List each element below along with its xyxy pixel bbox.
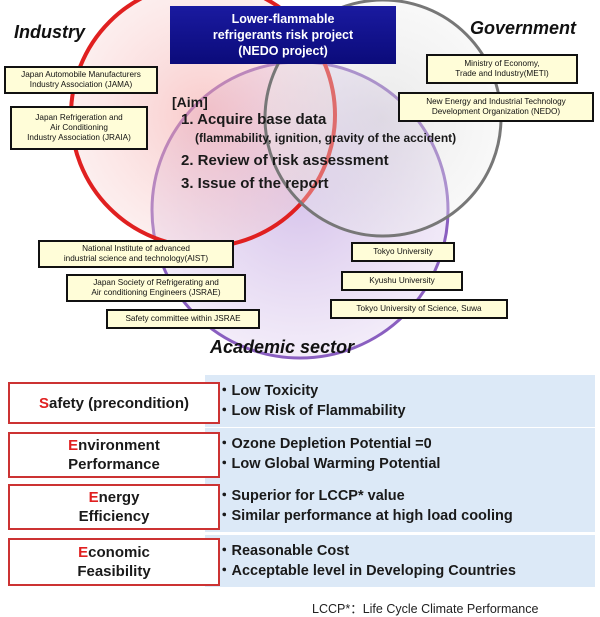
criteria-economic-bullet-2: ・Acceptable level in Developing Countrie… — [217, 563, 516, 579]
org-meti-line1: Ministry of Economy, — [464, 59, 540, 68]
aim-item-1-detail: (flammability, ignition, gravity of the … — [195, 131, 457, 145]
org-jsrae: Japan Society of Refrigerating and Air c… — [66, 274, 246, 302]
criteria-energy-bullet-2: ・Similar performance at high load coolin… — [217, 508, 513, 524]
criteria-environment-title-line2: Performance — [68, 456, 160, 473]
project-title-line3: (NEDO project) — [238, 44, 328, 58]
criteria-environment-bullet-1: ・Ozone Depletion Potential =0 — [217, 436, 432, 452]
org-kyushu-university-text: Kyushu University — [369, 276, 435, 285]
org-aist-line2: industrial science and technology(AIST) — [63, 254, 209, 263]
criteria-energy-title-line2: Efficiency — [78, 508, 150, 525]
org-jraia: Japan Refrigeration and Air Conditioning… — [10, 106, 148, 150]
industry-label: Industry — [14, 22, 86, 42]
criteria-economic-label: Economic Feasibility — [8, 538, 220, 586]
org-meti: Ministry of Economy, Trade and Industry(… — [426, 54, 578, 84]
project-title-line2: refrigerants risk project — [212, 28, 354, 42]
org-jama-line1: Japan Automobile Manufacturers — [21, 70, 141, 79]
criteria-economic-details: ・Reasonable Cost ・Acceptable level in De… — [205, 535, 595, 587]
org-nedo-line1: New Energy and Industrial Technology — [426, 97, 566, 106]
org-jraia-line3: Industry Association (JRAIA) — [27, 133, 131, 142]
criteria-energy-label: Energy Efficiency — [8, 484, 220, 530]
criteria-environment-title: nvironment — [78, 437, 160, 454]
criteria-environment-bullet-2: ・Low Global Warming Potential — [217, 456, 441, 472]
criteria-energy-details: ・Superior for LCCP* value ・Similar perfo… — [205, 480, 595, 532]
criteria-economic-title-line2: Feasibility — [77, 563, 151, 580]
org-nedo: New Energy and Industrial Technology Dev… — [398, 92, 594, 122]
org-meti-line2: Trade and Industry(METI) — [455, 69, 549, 78]
project-title-line1: Lower-flammable — [231, 12, 335, 26]
criteria-economic-bullet-1: ・Reasonable Cost — [217, 543, 350, 559]
aim-item-1: 1. Acquire base data — [181, 111, 327, 128]
criteria-energy-bullet-1: ・Superior for LCCP* value — [217, 488, 405, 504]
criteria-energy-initial: E — [88, 489, 99, 506]
criteria-economic-initial: E — [78, 544, 89, 561]
aim-label: [Aim] — [172, 94, 208, 110]
academic-sector-label: Academic sector — [210, 337, 355, 357]
project-title-box: Lower-flammable refrigerants risk projec… — [170, 6, 396, 64]
criteria-safety-details: ・Low Toxicity ・Low Risk of Flammability — [205, 375, 595, 427]
criteria-safety-label: Safety (precondition) — [8, 382, 220, 424]
org-jama: Japan Automobile Manufacturers Industry … — [4, 66, 158, 94]
criteria-environment-initial: E — [68, 437, 79, 454]
org-safety-committee-text: Safety committee within JSRAE — [125, 314, 241, 323]
org-aist-line1: National Institute of advanced — [82, 244, 190, 253]
aim-item-3: 3. Issue of the report — [181, 175, 329, 192]
org-jsrae-line1: Japan Society of Refrigerating and — [93, 278, 219, 287]
org-kyushu-university: Kyushu University — [341, 271, 463, 291]
org-jsrae-line2: Air conditioning Engineers (JSRAE) — [91, 288, 221, 297]
aim-item-2: 2. Review of risk assessment — [181, 152, 389, 169]
org-jraia-line1: Japan Refrigeration and — [35, 113, 123, 122]
criteria-environment-label: Environment Performance — [8, 432, 220, 478]
criteria-safety-bullet-2: ・Low Risk of Flammability — [217, 403, 406, 419]
org-tokyo-university: Tokyo University — [351, 242, 455, 262]
criteria-energy-title: nergy — [98, 489, 140, 506]
org-jama-line2: Industry Association (JAMA) — [29, 80, 133, 89]
criteria-environment-details: ・Ozone Depletion Potential =0 ・Low Globa… — [205, 428, 595, 480]
criteria-safety-title: afety (precondition) — [49, 394, 190, 412]
criteria-safety-bullet-1: ・Low Toxicity — [217, 383, 319, 399]
org-tokyo-science-suwa: Tokyo University of Science, Suwa — [330, 299, 508, 319]
criteria-safety-initial: S — [38, 394, 49, 412]
org-tokyo-science-suwa-text: Tokyo University of Science, Suwa — [356, 304, 482, 313]
lccp-footnote: LCCP*：Life Cycle Climate Performance — [312, 602, 539, 616]
org-tokyo-university-text: Tokyo University — [373, 247, 433, 256]
org-aist: National Institute of advanced industria… — [38, 240, 234, 268]
org-nedo-line2: Development Organization (NEDO) — [431, 107, 561, 116]
criteria-economic-title: conomic — [88, 544, 150, 561]
org-jraia-line2: Air Conditioning — [50, 123, 108, 132]
org-safety-committee: Safety committee within JSRAE — [106, 309, 260, 329]
government-label: Government — [470, 18, 577, 38]
